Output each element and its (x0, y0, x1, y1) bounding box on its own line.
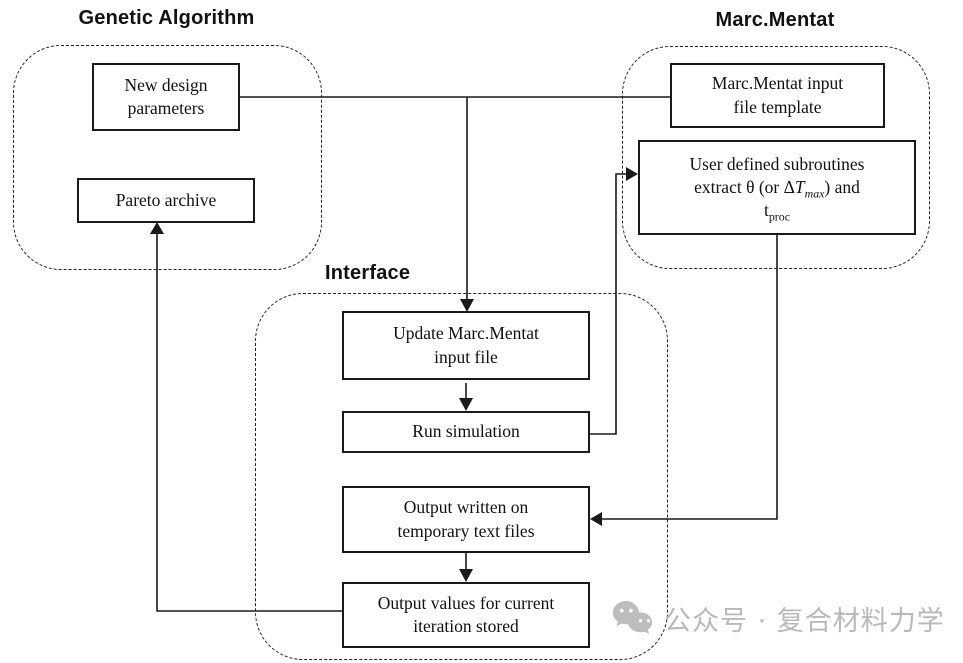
group-title-genetic-algorithm: Genetic Algorithm (78, 7, 255, 29)
node-output-values-stored: Output values for current iteration stor… (342, 582, 590, 648)
group-title-marc-mentat: Marc.Mentat (715, 9, 835, 31)
watermark-text: 公众号 · 复合材料力学 (664, 605, 945, 637)
node-text: Update Marc.Mentat (393, 323, 539, 344)
node-text-math: extract θ (or ΔTmax) and (694, 176, 860, 201)
node-text: Output written on (403, 497, 529, 518)
node-text: New design (124, 74, 208, 95)
node-update-input-file: Update Marc.Mentat input file (342, 311, 590, 380)
node-pareto-archive: Pareto archive (77, 178, 255, 223)
node-text: Pareto archive (115, 189, 217, 210)
node-text: Run simulation (412, 421, 520, 442)
node-text: iteration stored (413, 616, 519, 636)
node-text: temporary text files (397, 520, 535, 541)
node-output-temp-files: Output written on temporary text files (342, 486, 590, 553)
node-text: User defined subroutines (689, 153, 865, 174)
node-text: Output values for current (377, 592, 555, 613)
watermark: 公众号 · 复合材料力学 (612, 598, 945, 638)
node-text: parameters (127, 98, 205, 118)
node-run-simulation: Run simulation (342, 411, 590, 453)
group-title-interface: Interface (325, 262, 411, 284)
node-mm-input-template: Marc.Mentat input file template (670, 63, 885, 128)
node-text: input file (434, 346, 498, 367)
node-new-design-parameters: New design parameters (92, 63, 240, 131)
node-user-defined-subroutines: User defined subroutines extract θ (or Δ… (638, 140, 916, 235)
node-text-math: tproc (763, 200, 790, 224)
node-text: file template (733, 96, 822, 117)
node-text: Marc.Mentat input (711, 73, 844, 94)
wechat-icon (612, 601, 653, 634)
